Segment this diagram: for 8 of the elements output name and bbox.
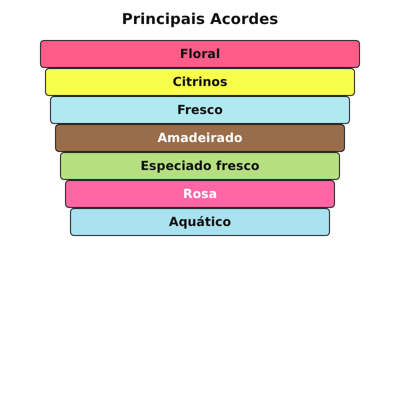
- layer-bar: Especiado fresco: [60, 152, 340, 180]
- layer-bar: Citrinos: [45, 68, 355, 96]
- layer-bar: Rosa: [65, 180, 335, 208]
- diagram-title: Principais Acordes: [120, 10, 280, 28]
- layer-bar: Fresco: [50, 96, 350, 124]
- layer-bar: Amadeirado: [55, 124, 345, 152]
- layer-bar: Floral: [40, 40, 360, 68]
- layer-bar: Aquático: [70, 208, 330, 236]
